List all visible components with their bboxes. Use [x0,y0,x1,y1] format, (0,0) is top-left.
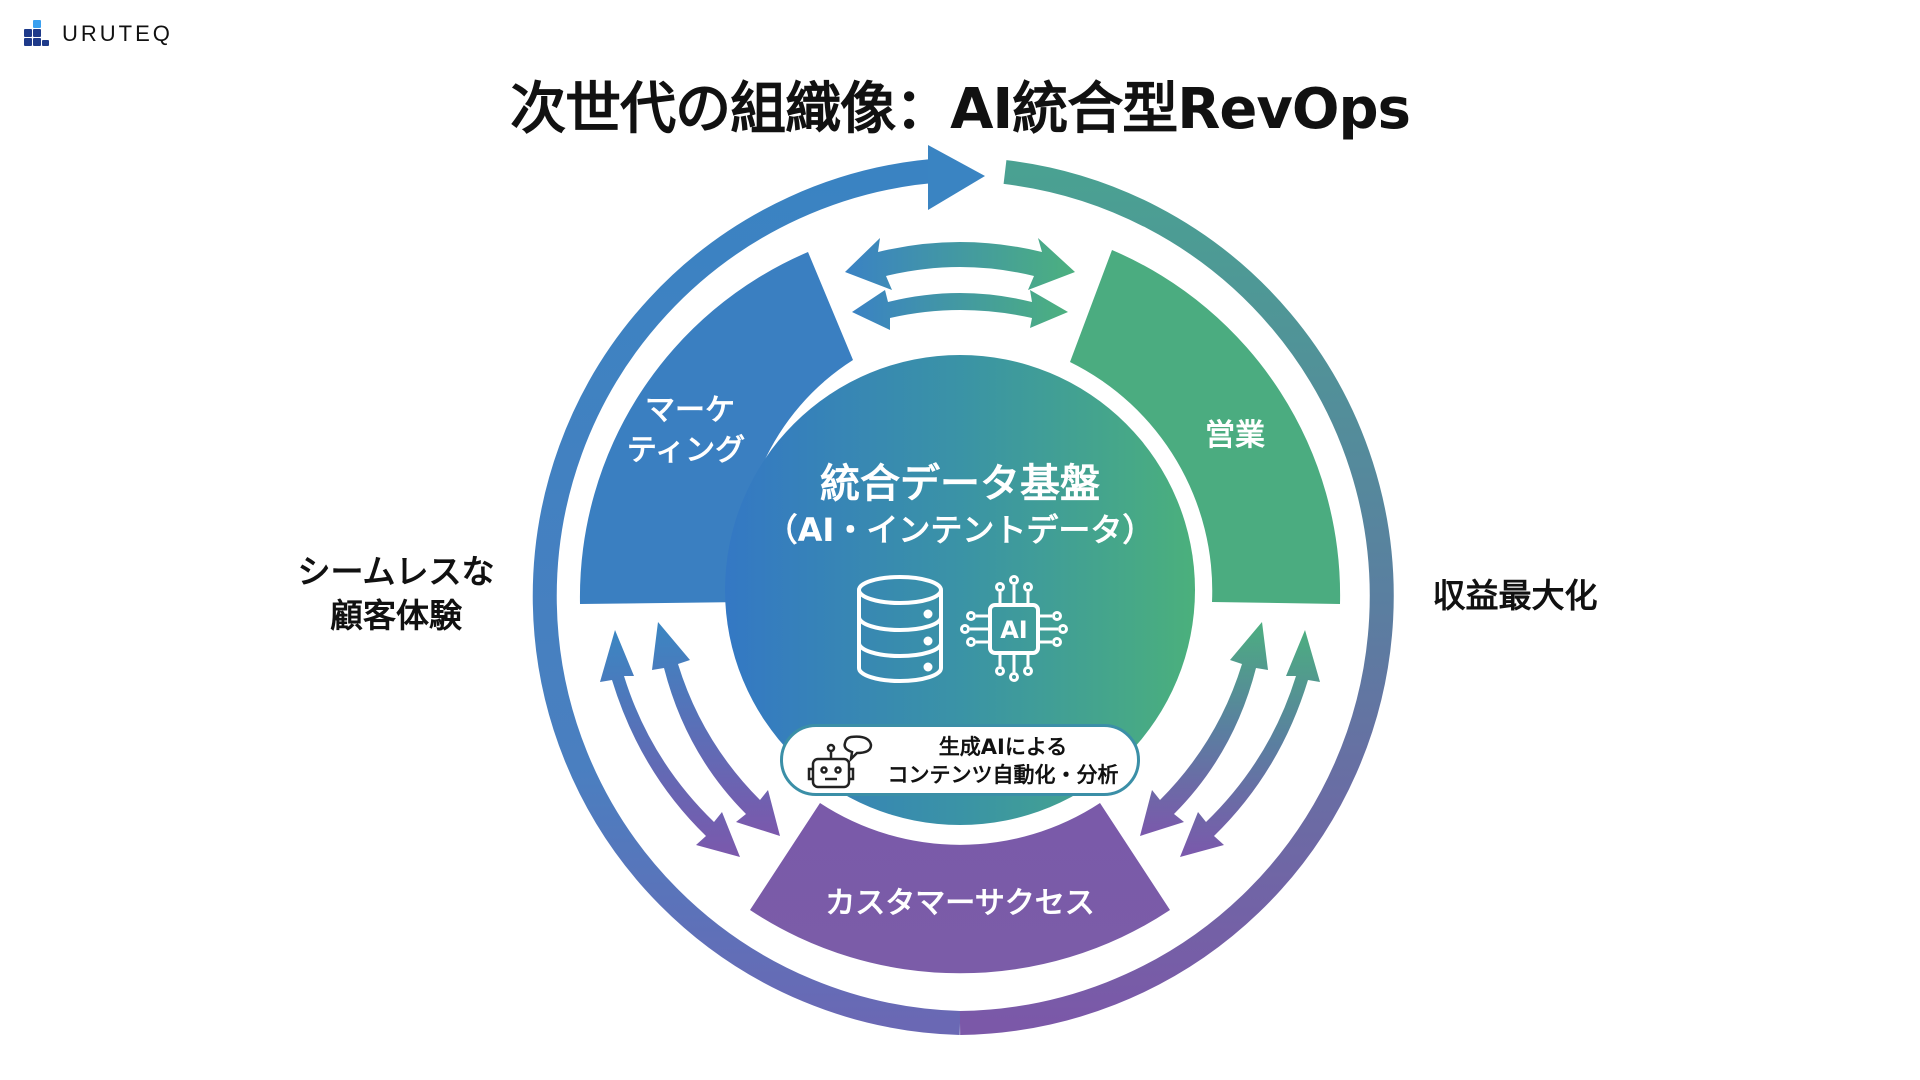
double-arrow-icon [1180,630,1320,857]
marketing-cs-arrows [600,622,780,857]
double-arrow-icon [852,290,1068,330]
double-arrow-icon [652,622,780,836]
pill-line1: 生成AIによる [938,735,1068,759]
segment-marketing-label-line2: ティング [627,433,745,468]
left-label-line1: シームレスな [297,552,495,591]
generative-ai-pill: 生成AIによる コンテンツ自動化・分析 [780,724,1140,796]
left-label-line2: 顧客体験 [330,596,462,635]
page-title: 次世代の組織像：AI統合型RevOps [510,77,1411,142]
segment-sales-label: 営業 [1205,418,1265,453]
outer-ring-right-arc [959,160,1394,1035]
double-arrow-icon [600,630,740,857]
outer-ring-arrowhead-icon [928,145,985,210]
segment-marketing-label-line1: マーケ [645,393,735,428]
database-icon [857,575,943,683]
double-arrow-icon [845,238,1075,290]
revenue-maximization-label: 収益最大化 [1420,574,1610,618]
seamless-customer-experience-label: シームレスな 顧客体験 [286,550,506,638]
bar-blocks-logo-icon [24,20,52,48]
ai-chip-label: AI [1000,616,1028,644]
pill-text: 生成AIによる コンテンツ自動化・分析 [873,733,1133,789]
double-arrow-icon [1140,622,1268,836]
segment-customer-success-label: カスタマーサクセス [825,886,1094,921]
segment-sales [1070,250,1341,604]
robot-icon [807,735,873,789]
segment-marketing [579,252,853,604]
marketing-sales-arrows [845,238,1075,330]
brand-name: URUTEQ [62,21,173,46]
outer-ring-left-arc [532,158,961,1035]
center-data-platform [725,355,1195,825]
speech-bubble-icon [843,735,873,763]
segment-customer-success [750,803,1170,974]
pill-line2: コンテンツ自動化・分析 [887,763,1119,787]
brand-logo: URUTEQ [24,20,173,48]
center-title: 統合データ基盤 [820,461,1100,507]
sales-cs-arrows [1140,622,1320,857]
outer-cycle-ring [532,145,1394,1035]
ai-chip-icon [960,575,1068,682]
right-label: 収益最大化 [1432,576,1598,615]
center-subtitle: （AI・インテントデータ） [766,511,1155,549]
